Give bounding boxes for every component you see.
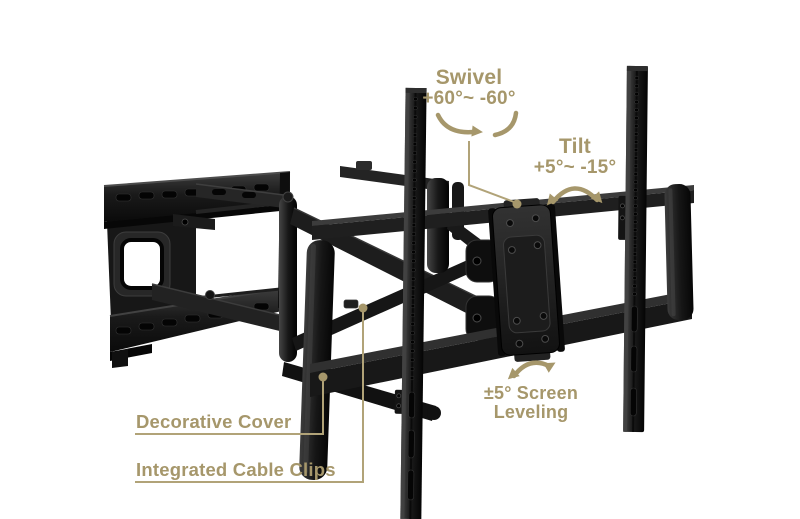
swivel-callout-dot xyxy=(512,199,522,209)
swivel-rotate-icon xyxy=(435,110,519,138)
decorative-cover-label: Decorative Cover xyxy=(136,411,292,432)
swivel-range: +60°~ -60° xyxy=(422,88,516,110)
vesa-head-plate xyxy=(488,198,565,362)
articulating-arms xyxy=(151,161,501,421)
cable-clips-label: Integrated Cable Clips xyxy=(136,459,336,480)
cable-clips-leader-line xyxy=(135,312,364,483)
decorative-cover-leader-line xyxy=(135,381,324,435)
wall-plate xyxy=(103,171,291,368)
swivel-annotation: Swivel +60°~ -60° xyxy=(389,66,549,110)
swivel-title: Swivel xyxy=(435,66,503,89)
tilt-title: Tilt xyxy=(559,135,591,158)
tilt-annotation: Tilt +5°~ -15° xyxy=(495,135,655,179)
tilt-arc-icon xyxy=(546,186,603,206)
decorative-cover-callout-dot xyxy=(318,372,328,382)
cable-clips-callout-dot xyxy=(358,303,368,313)
swivel-leader-line xyxy=(468,141,515,203)
right-tv-rail xyxy=(618,65,648,433)
leveling-line2: Leveling xyxy=(493,402,569,423)
left-tv-rail xyxy=(394,87,427,519)
leveling-arc-icon xyxy=(507,360,556,380)
tilt-range: +5°~ -15° xyxy=(533,157,617,179)
leveling-line1: ±5° Screen xyxy=(483,383,579,403)
leveling-annotation: ±5° Screen Leveling xyxy=(446,383,616,423)
